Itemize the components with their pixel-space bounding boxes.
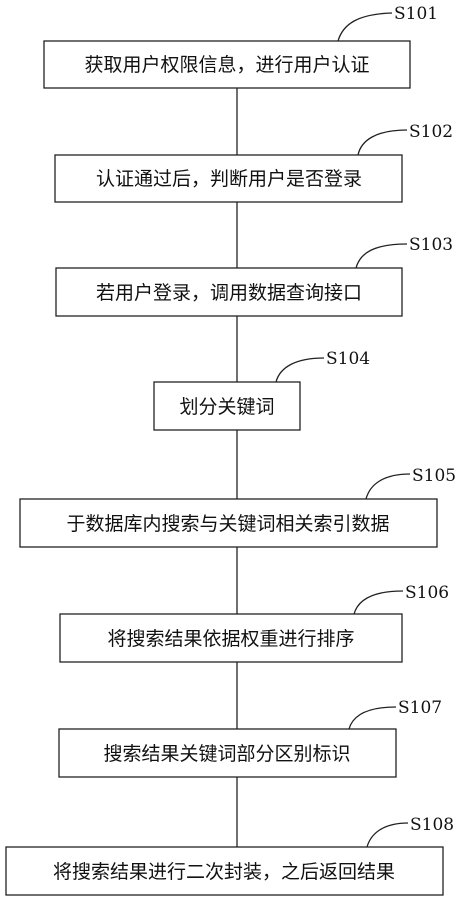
label-leader — [366, 822, 409, 848]
step-label: S107 — [398, 698, 442, 718]
step-label: S101 — [394, 4, 438, 24]
step-label: S108 — [410, 815, 454, 835]
step-text: 划分关键词 — [179, 396, 274, 418]
step-label: S104 — [326, 349, 370, 369]
step-text: 将搜索结果依据权重进行排序 — [107, 628, 354, 650]
step-s105: 于数据库内搜索与关键词相关索引数据 S105 — [19, 466, 456, 548]
step-text: 搜索结果关键词部分区别标识 — [103, 743, 350, 765]
step-label: S106 — [405, 583, 449, 603]
step-box — [59, 613, 403, 663]
label-leader — [365, 473, 411, 500]
step-box — [5, 846, 444, 896]
step-box — [58, 728, 397, 778]
step-s107: 搜索结果关键词部分区别标识 S107 — [58, 698, 442, 778]
step-box — [19, 498, 438, 548]
step-s104: 划分关键词 S104 — [153, 349, 370, 431]
step-text: 于数据库内搜索与关键词相关索引数据 — [66, 513, 389, 535]
step-box — [54, 154, 403, 203]
step-text: 若用户登录，调用数据查询接口 — [96, 282, 362, 304]
label-leader — [357, 129, 408, 156]
label-leader — [353, 590, 404, 615]
step-s106: 将搜索结果依据权重进行排序 S106 — [59, 583, 449, 663]
label-leader — [348, 706, 397, 730]
step-box — [43, 40, 411, 89]
step-box — [153, 381, 301, 431]
step-text: 获取用户权限信息，进行用户认证 — [84, 54, 369, 76]
step-s102: 认证通过后，判断用户是否登录 S102 — [54, 122, 453, 203]
step-s101: 获取用户权限信息，进行用户认证 S101 — [43, 4, 438, 89]
label-leader — [275, 357, 325, 383]
step-text: 认证通过后，判断用户是否登录 — [96, 168, 362, 190]
label-leader — [337, 12, 393, 42]
step-label: S103 — [409, 235, 453, 255]
step-text: 将搜索结果进行二次封装，之后返回结果 — [53, 861, 395, 883]
step-label: S102 — [409, 122, 453, 142]
step-s103: 若用户登录，调用数据查询接口 S103 — [55, 235, 453, 317]
step-s108: 将搜索结果进行二次封装，之后返回结果 S108 — [5, 815, 454, 896]
step-label: S105 — [412, 466, 456, 486]
step-box — [55, 267, 403, 317]
label-leader — [355, 243, 408, 269]
